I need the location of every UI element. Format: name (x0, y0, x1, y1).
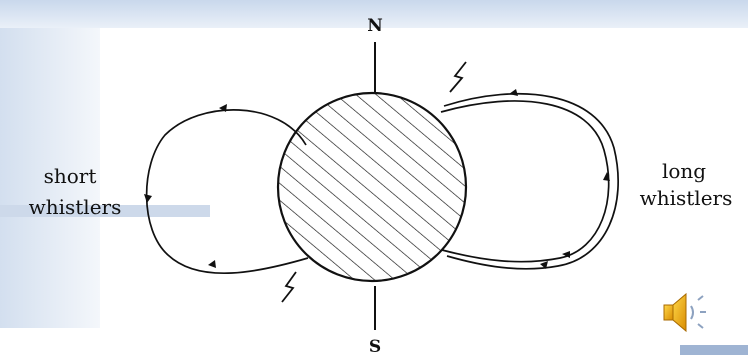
short-whistler-arrow-top (219, 104, 227, 112)
short-whistler-arrow-left (144, 194, 152, 203)
earth-disk (276, 91, 468, 283)
short-whistlers-label-line1: short (44, 164, 97, 188)
speaker-icon[interactable] (660, 288, 710, 338)
south-label: S (369, 337, 381, 357)
short-whistler-path (145, 109, 309, 275)
speaker-icon-graphic (663, 292, 706, 333)
lightning-bolt-south (281, 271, 297, 303)
long-whistler-path-inner (440, 100, 610, 263)
long-whistlers-label-line2: whistlers (640, 186, 733, 210)
short-whistler-arrow-bottom (208, 260, 216, 268)
short-whistlers-label-line2: whistlers (29, 195, 122, 219)
north-label: N (367, 16, 383, 36)
long-whistler-arrow-top (509, 89, 518, 96)
long-whistlers-label-line1: long (662, 159, 706, 183)
lightning-bolt-north (449, 61, 467, 93)
long-whistler-arrow-inner (562, 251, 570, 258)
long-whistler-arrow-right (603, 172, 610, 181)
long-whistler-path-outer (443, 92, 619, 270)
long-whistler-arrow-bottom (540, 261, 548, 269)
